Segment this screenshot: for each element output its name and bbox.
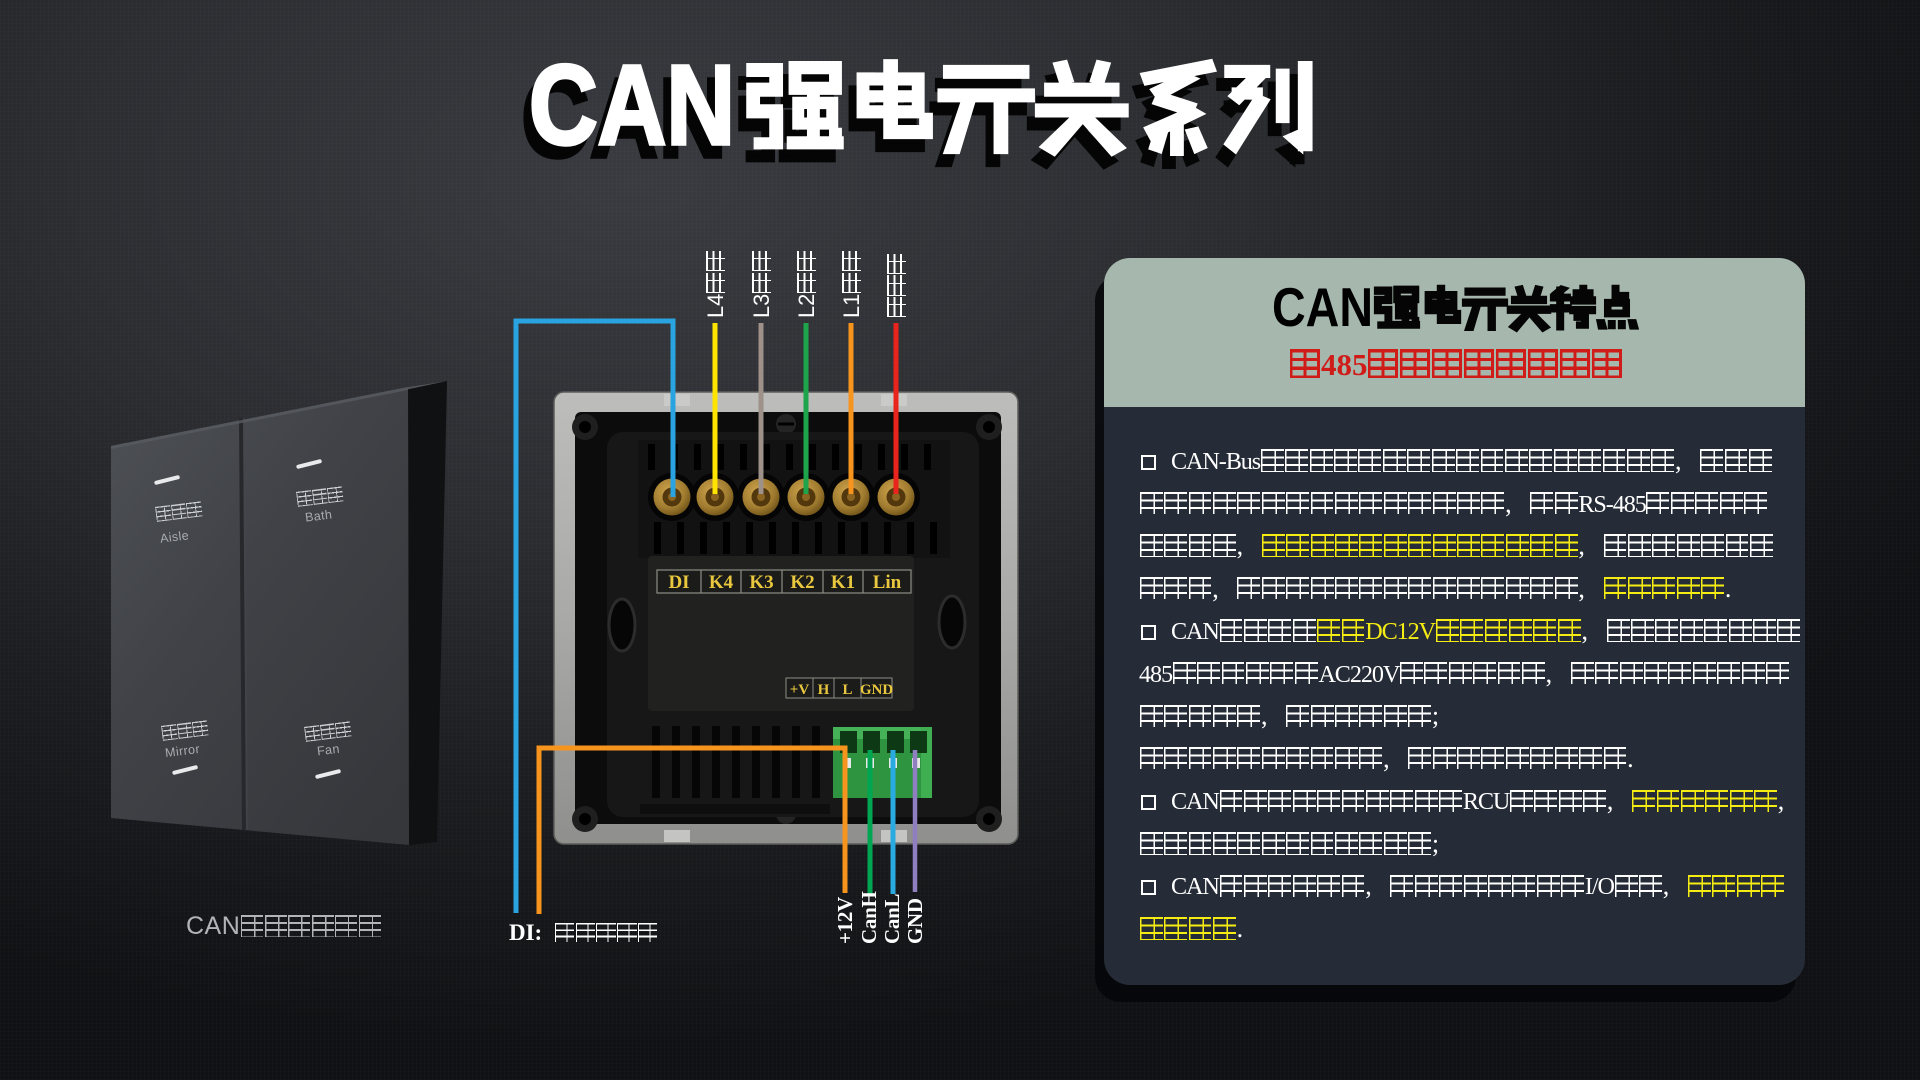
svg-text:K2: K2 [790,572,814,593]
svg-text:GND: GND [860,682,894,698]
svg-text:L: L [842,682,852,698]
svg-text:+V: +V [790,682,810,698]
svg-text:CAN: CAN [1272,280,1373,338]
svg-text:H: H [818,682,830,698]
svg-text:K4: K4 [709,572,734,593]
svg-text:DI: DI [668,572,689,593]
svg-text:K1: K1 [831,572,855,593]
svg-text:K3: K3 [749,572,773,593]
svg-text:Lin: Lin [873,572,902,593]
svg-text:CAN: CAN [529,42,735,168]
svg-text:CAN: CAN [521,55,727,181]
